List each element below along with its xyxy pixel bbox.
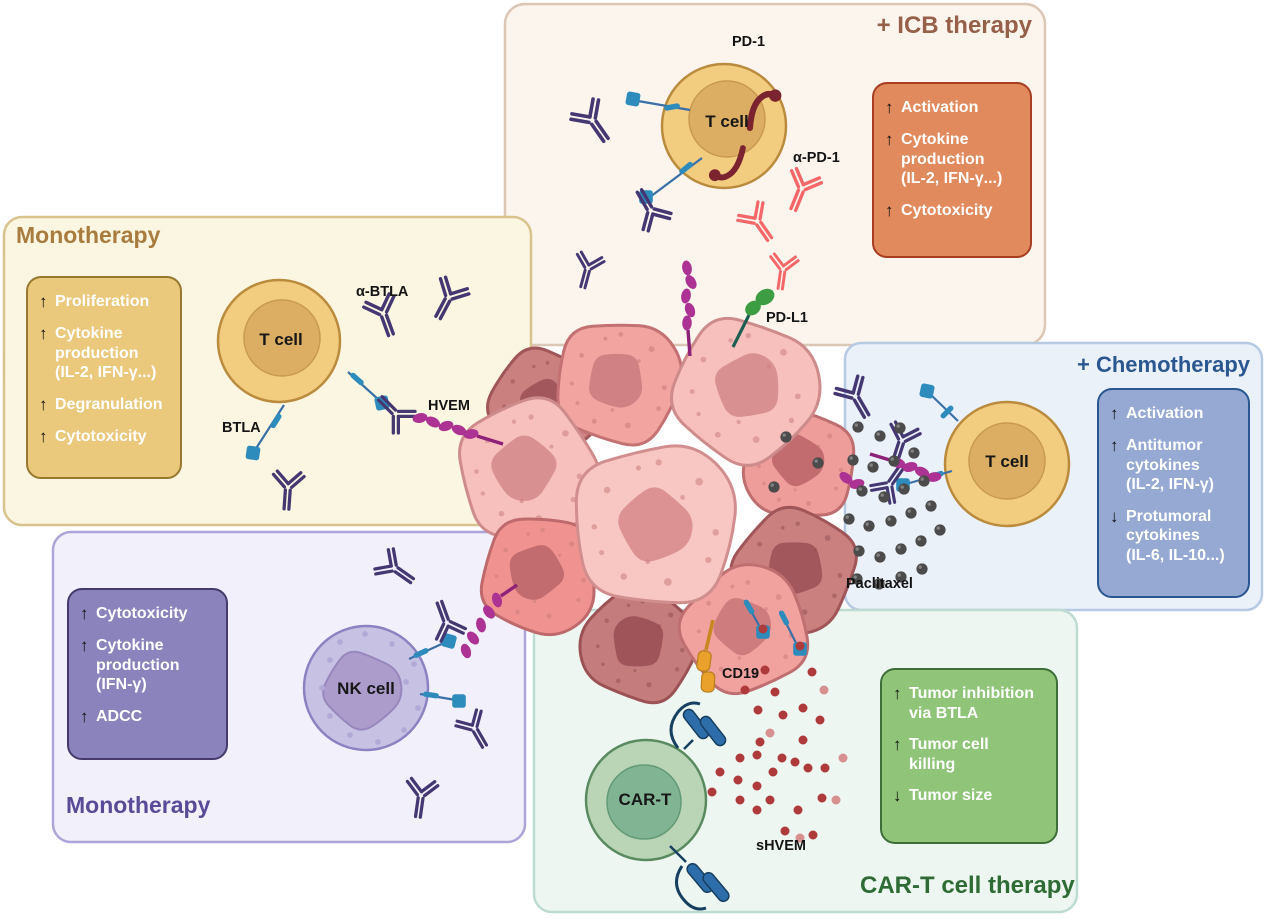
effect-text: ADCC <box>96 707 143 725</box>
effect-text: Activation <box>1126 405 1204 422</box>
effect-text: Cytotoxicity <box>96 605 188 622</box>
btla-molecule-icon <box>245 445 261 461</box>
label-paclitaxel: Paclitaxel <box>846 576 913 592</box>
effect-text: Activation <box>901 99 979 116</box>
mono-tcell-label: T cell <box>259 330 303 349</box>
btla-molecule-icon <box>918 382 936 400</box>
label-pd1: PD-1 <box>732 34 766 50</box>
effects-box-monotherapy-nk: ↑Cytotoxicity ↑Cytokine production (IFN-… <box>67 588 228 760</box>
effects-box-icb: ↑Activation ↑Cytokine production (IL-2, … <box>872 82 1032 258</box>
chemo-tcell-group <box>768 372 1071 590</box>
effects-box-chemotherapy: ↑Activation ↑Antitumor cytokines (IL-2, … <box>1097 388 1250 598</box>
hvem-chain-top-icon <box>681 260 697 331</box>
effects-box-cart: ↑Tumor inhibition via BTLA ↑Tumor cell k… <box>880 668 1058 844</box>
effect-text: Proliferation <box>55 293 150 310</box>
effect-text: Antitumor cytokines (IL-2, IFN-γ) <box>1126 437 1214 494</box>
hvem-chain-left-icon <box>412 413 479 439</box>
effect-text: Cytokine production (IL-2, IFN-γ...) <box>55 325 157 382</box>
effect-text: Tumor inhibition via BTLA <box>909 685 1035 722</box>
label-anti-btla: α-BTLA <box>356 284 409 300</box>
cd19-molecule-icon <box>695 649 713 673</box>
effect-text: Cytotoxicity <box>55 428 147 446</box>
icb-tcell-group <box>566 62 825 293</box>
cart-cell-nucleus <box>606 764 682 840</box>
cart-cell-label: CAR-T <box>618 790 672 809</box>
label-cd19: CD19 <box>722 666 760 682</box>
nk-cell-group <box>302 545 518 821</box>
hvem-chain-bottomleft-icon <box>460 592 503 659</box>
icb-tcell-nucleus <box>688 80 766 158</box>
label-anti-pd1: α-PD-1 <box>793 150 840 166</box>
chemo-tcell-label: T cell <box>985 452 1029 471</box>
panel-title-chemotherapy: + Chemotherapy <box>1077 352 1250 377</box>
btla-molecule-icon <box>625 91 641 107</box>
effect-text: Degranulation <box>55 395 163 413</box>
mono-tcell-group <box>216 273 504 512</box>
nk-cell-label: NK cell <box>337 679 395 698</box>
effect-text: Tumor size <box>909 787 993 805</box>
panel-title-monotherapy-nk: Monotherapy <box>66 792 211 818</box>
effect-text: Protumoral cytokines (IL-6, IL-10...) <box>1126 507 1225 564</box>
label-hvem: HVEM <box>428 398 470 414</box>
effect-text: Cytokine production (IL-2, IFN-γ...) <box>901 131 1003 188</box>
chemo-tcell-nucleus <box>968 422 1046 500</box>
panel-title-monotherapy-tcell: Monotherapy <box>16 222 161 248</box>
effect-text: Cytokine production (IFN-γ) <box>96 637 180 694</box>
label-pdl1: PD-L1 <box>766 310 808 326</box>
tumor-surface-ligands <box>681 260 775 357</box>
effect-text: Tumor cell killing <box>909 736 989 773</box>
pdl1-molecule-icon <box>755 288 775 306</box>
label-shvem: sHVEM <box>756 838 806 854</box>
panel-title-cart: CAR-T cell therapy <box>860 872 1075 899</box>
cart-cell-group <box>584 598 848 911</box>
cd19-stem <box>704 619 715 651</box>
icb-tcell-label: T cell <box>705 112 749 131</box>
panel-title-icb: + ICB therapy <box>876 12 1032 39</box>
label-btla: BTLA <box>222 420 261 436</box>
mono-tcell-nucleus <box>243 299 321 377</box>
btla-molecule-icon <box>452 694 466 708</box>
effects-box-monotherapy-tcell: ↑Proliferation ↑Cytokine production (IL-… <box>26 276 182 479</box>
effect-text: Cytotoxicity <box>901 201 993 219</box>
